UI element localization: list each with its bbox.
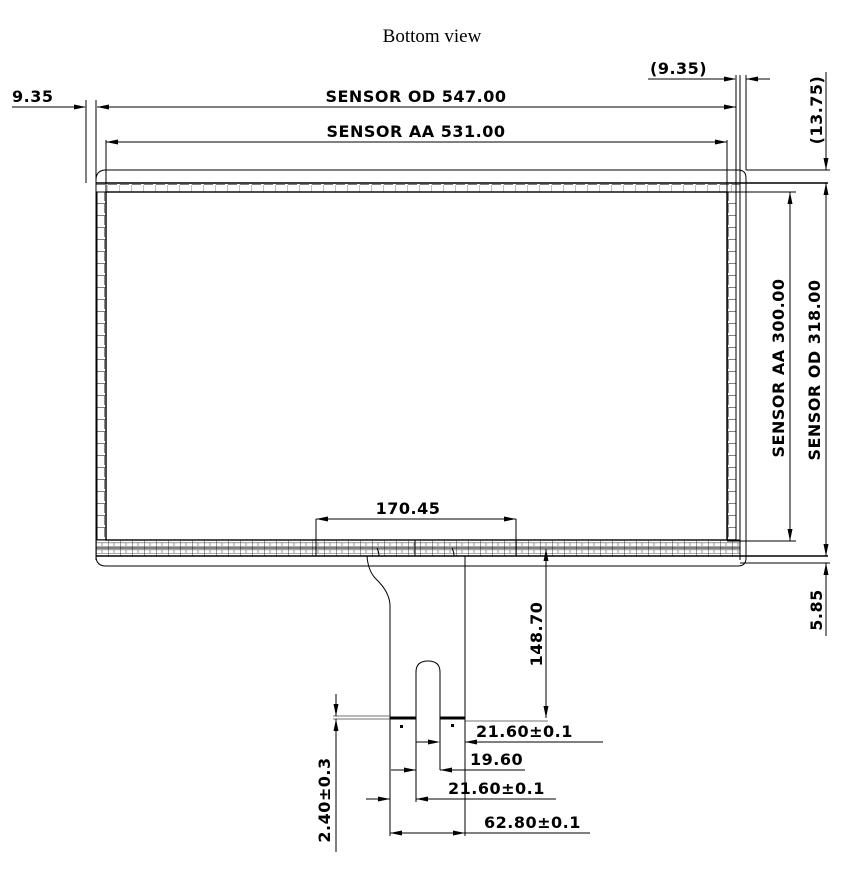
- dim-stiffener-thickness: 2.40±0.3: [315, 694, 390, 852]
- dim-sensor-od-width: SENSOR OD 547.00: [97, 87, 736, 110]
- dim-right-margin-label: (9.35): [650, 59, 707, 78]
- dim-sensor-aa-height: SENSOR AA 300.00: [727, 191, 796, 542]
- dim-tail-length: 148.70: [527, 549, 549, 718]
- dim-finger-gap: 19.60: [389, 718, 525, 836]
- dim-finger-width-left: 21.60±0.1: [366, 779, 556, 802]
- dim-stiffener-thickness-label: 2.40±0.3: [315, 757, 334, 842]
- dim-finger-width-right-label: 21.60±0.1: [476, 722, 573, 741]
- dim-sensor-od-height-label: SENSOR OD 318.00: [805, 279, 824, 460]
- dim-sensor-aa-width-label: SENSOR AA 531.00: [327, 122, 506, 141]
- dim-tail-offset: 170.45: [315, 499, 517, 556]
- dim-sensor-aa-height-label: SENSOR AA 300.00: [769, 279, 788, 458]
- dim-finger-width-right: 21.60±0.1: [415, 718, 603, 836]
- dim-bottom-margin: 5.85: [740, 562, 830, 636]
- dim-tail-length-label: 148.70: [527, 602, 546, 667]
- dim-sensor-aa-width: SENSOR AA 531.00: [105, 122, 728, 192]
- dim-sensor-od-width-label: SENSOR OD 547.00: [325, 87, 506, 106]
- dim-sensor-od-height: SENSOR OD 318.00: [805, 183, 829, 556]
- fpc-tail: [366, 540, 466, 728]
- view-title: Bottom view: [383, 26, 482, 47]
- dim-tail-width-label: 62.80±0.1: [484, 813, 581, 832]
- dim-tail-offset-label: 170.45: [376, 499, 441, 518]
- dim-left-margin-label: 9.35: [12, 87, 53, 106]
- dim-top-margin: (13.75): [746, 72, 830, 195]
- dim-bottom-margin-label: 5.85: [807, 589, 826, 630]
- dim-tail-width: 62.80±0.1: [390, 813, 590, 836]
- dim-left-margin: 9.35: [12, 87, 109, 183]
- dim-right-margin: (9.35): [648, 59, 770, 170]
- sensor-outline: [95, 75, 828, 567]
- dim-finger-width-left-label: 21.60±0.1: [448, 779, 545, 798]
- dim-top-margin-label: (13.75): [807, 76, 826, 145]
- dim-finger-gap-label: 19.60: [470, 750, 523, 769]
